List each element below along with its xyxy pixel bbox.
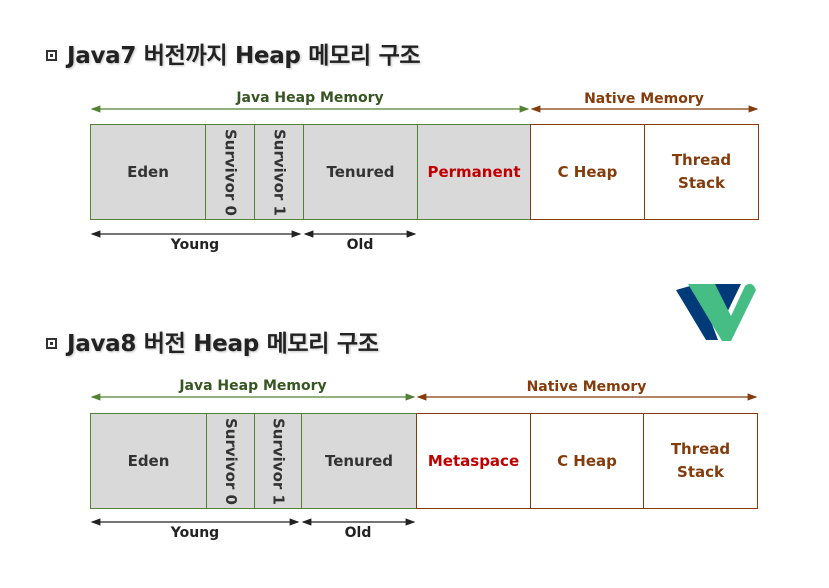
c-heap-label: C Heap: [557, 162, 618, 181]
java8-old-label: Old: [344, 525, 372, 541]
java7-title-text: Java7 버전까지 Heap 메모리 구조: [67, 43, 421, 69]
java8-native-label: Native Memory: [526, 379, 647, 395]
c-heap-label: C Heap: [557, 451, 617, 470]
thread-stack-label: Thread Stack: [670, 440, 731, 481]
java8-young-label: Young: [170, 525, 220, 541]
java8-survivor1-box: Survivor 1: [254, 413, 302, 509]
survivor1-label: Survivor 1: [270, 128, 289, 216]
java7-survivor1-box: Survivor 1: [254, 124, 304, 220]
java7-heap-label: Java Heap Memory: [236, 90, 384, 106]
java7-survivor0-box: Survivor 0: [205, 124, 255, 220]
java7-old-label: Old: [346, 237, 374, 253]
permanent-label: Permanent: [427, 162, 521, 181]
java8-title-text: Java8 버전 Heap 메모리 구조: [67, 331, 379, 357]
thread-stack-label: Thread Stack: [671, 151, 732, 192]
tenured-label: Tenured: [324, 451, 394, 470]
java8-title: Java8 버전 Heap 메모리 구조: [46, 324, 379, 358]
java8-heap-label: Java Heap Memory: [179, 378, 327, 394]
java7-young-label: Young: [170, 237, 220, 253]
eden-label: Eden: [127, 451, 170, 470]
java7-title: Java7 버전까지 Heap 메모리 구조: [46, 36, 421, 70]
survivor1-label: Survivor 1: [269, 417, 288, 505]
java8-survivor0-box: Survivor 0: [206, 413, 255, 509]
java8-eden-box: Eden: [90, 413, 207, 509]
java8-thread-stack-box: Thread Stack: [643, 413, 758, 509]
eden-label: Eden: [127, 162, 169, 181]
square-bullet-icon: [46, 50, 57, 61]
java7-c-heap-box: C Heap: [530, 124, 645, 220]
java7-eden-box: Eden: [90, 124, 206, 220]
java7-thread-stack-box: Thread Stack: [644, 124, 759, 220]
survivor0-label: Survivor 0: [222, 417, 240, 505]
metaspace-label: Metaspace: [427, 451, 520, 470]
java8-metaspace-box: Metaspace: [416, 413, 531, 509]
java8-tenured-box: Tenured: [301, 413, 417, 509]
square-bullet-icon: [46, 338, 57, 349]
java7-tenured-box: Tenured: [303, 124, 418, 220]
java7-permanent-box: Permanent: [417, 124, 531, 220]
tenured-label: Tenured: [326, 162, 395, 181]
java8-c-heap-box: C Heap: [530, 413, 644, 509]
survivor0-label: Survivor 0: [221, 128, 240, 216]
logo-icon: [676, 283, 756, 341]
java7-native-label: Native Memory: [584, 91, 704, 107]
